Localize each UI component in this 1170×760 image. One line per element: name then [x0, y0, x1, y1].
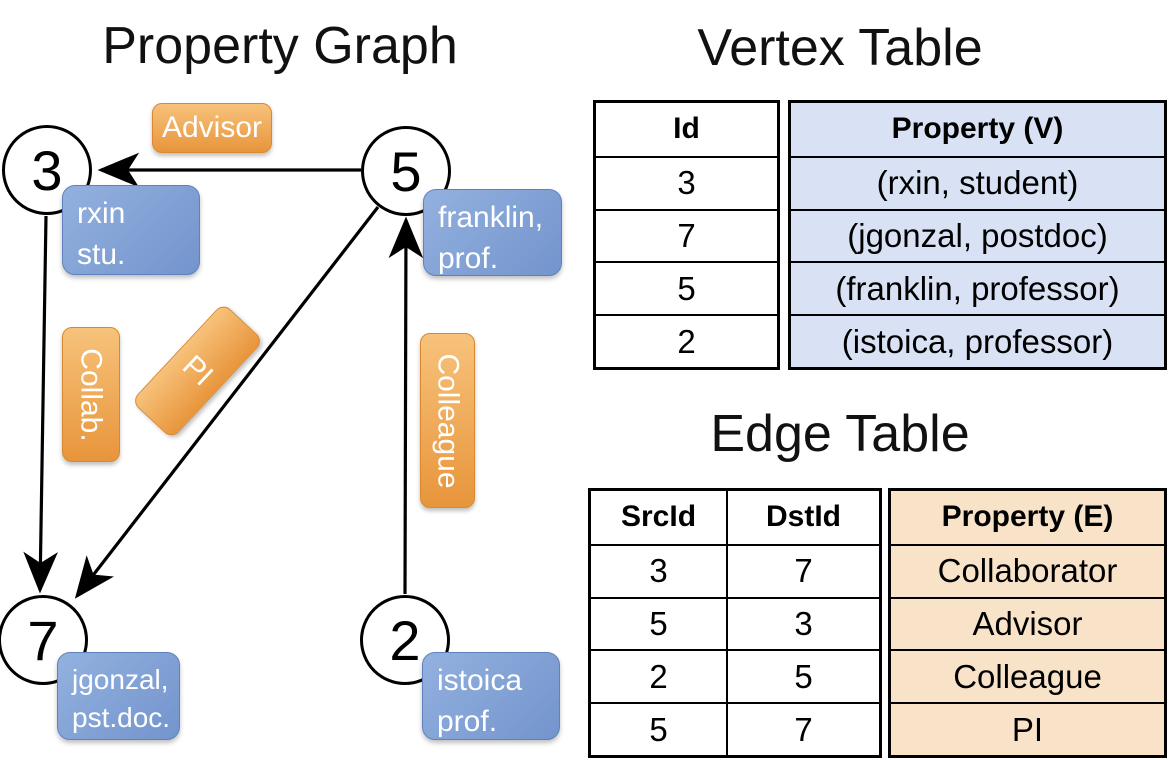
vertex-label-franklin-line1: franklin, — [438, 201, 544, 234]
vertex-label-istoica: istoica prof. — [422, 652, 560, 740]
node-5-id: 5 — [390, 139, 422, 203]
vertex-label-franklin: franklin, prof. — [423, 189, 562, 276]
edge-label-collab: Collab. — [62, 327, 120, 462]
property-graph-title: Property Graph — [102, 17, 458, 75]
node-7-id: 7 — [27, 608, 59, 672]
node-2-id: 2 — [389, 608, 421, 672]
edge-colleague-2-to-5 — [388, 216, 424, 595]
edge-label-collab-text: Collab. — [75, 347, 109, 442]
edge-table-row-srcid: 5 — [591, 596, 728, 650]
edge-table-row-dstid: 7 — [728, 702, 879, 755]
graph-node-5: 5 — [361, 126, 451, 216]
vertex-label-istoica-line2: prof. — [437, 704, 498, 738]
edge-collab-3-to-7 — [23, 215, 58, 594]
edge-label-advisor: Advisor — [152, 103, 272, 153]
vertex-label-rxin-line1: rxin — [77, 197, 126, 230]
edge-table-row-property: PI — [891, 702, 1164, 755]
vertex-label-jgonzal-line2: pst.doc. — [72, 701, 171, 733]
vertex-table-property-column: Property (V) (rxin, student) (jgonzal, p… — [788, 100, 1167, 370]
edge-table-row-srcid: 5 — [591, 702, 728, 755]
vertex-table-row-id: 2 — [596, 314, 777, 367]
graph-node-2: 2 — [360, 595, 450, 685]
edge-table-row-dstid: 5 — [728, 649, 879, 702]
edge-table-id-columns: SrcId DstId 3 7 5 3 2 5 5 7 — [588, 488, 882, 758]
edge-table-row-dstid: 7 — [728, 543, 879, 597]
edge-label-pi-text: PI — [176, 348, 220, 393]
edge-table-row-property: Advisor — [891, 596, 1164, 650]
vertex-label-jgonzal: jgonzal, pst.doc. — [57, 652, 180, 740]
edge-label-colleague: Colleague — [420, 333, 475, 508]
vertex-table-title: Vertex Table — [697, 19, 983, 77]
node-3-id: 3 — [31, 138, 63, 202]
edge-label-advisor-text: Advisor — [161, 111, 263, 144]
edge-table-header-dstid: DstId — [766, 500, 841, 534]
edge-table-row-srcid: 2 — [591, 649, 728, 703]
vertex-table-header-id: Id — [673, 112, 700, 146]
edge-label-colleague-text: Colleague — [431, 352, 465, 489]
vertex-table-row-property: (istoica, professor) — [791, 314, 1164, 367]
vertex-table-row-id: 7 — [596, 208, 777, 262]
vertex-label-franklin-line2: prof. — [438, 241, 499, 275]
vertex-table-id-column: Id 3 7 5 2 — [593, 100, 780, 370]
vertex-label-jgonzal-line1: jgonzal, — [72, 664, 169, 695]
vertex-label-istoica-line1: istoica — [437, 664, 523, 697]
edge-table-title: Edge Table — [710, 405, 970, 463]
vertex-label-rxin: rxin stu. — [62, 185, 200, 275]
vertex-table-row-property: (jgonzal, postdoc) — [791, 208, 1164, 262]
edge-table-row-srcid: 3 — [591, 543, 728, 597]
edge-table-property-column: Property (E) Collaborator Advisor Collea… — [888, 488, 1167, 758]
edge-table-row-property: Colleague — [891, 649, 1164, 702]
graph-edges — [23, 152, 424, 599]
vertex-table-row-id: 3 — [596, 155, 777, 209]
vertex-table-header-property: Property (V) — [891, 112, 1064, 146]
edge-pi-5-to-7 — [74, 206, 380, 599]
vertex-table-row-property: (franklin, professor) — [791, 261, 1164, 314]
edge-table-row-dstid: 3 — [728, 596, 879, 650]
vertex-table-row-id: 5 — [596, 261, 777, 314]
edge-table-row-property: Collaborator — [891, 543, 1164, 597]
edge-table-header-srcid: SrcId — [591, 491, 728, 544]
vertex-table-row-property: (rxin, student) — [791, 155, 1164, 209]
vertex-label-rxin-line2: stu. — [77, 237, 126, 271]
edge-table-header-property: Property (E) — [941, 500, 1114, 534]
